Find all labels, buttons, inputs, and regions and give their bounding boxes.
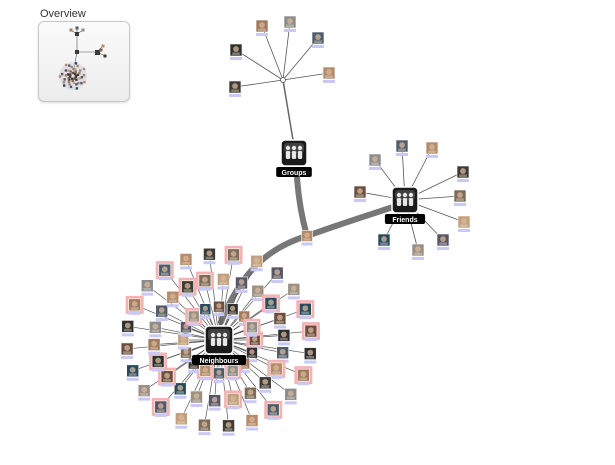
member-thumbnail[interactable] [301,230,313,246]
member-thumbnail[interactable] [353,185,367,202]
member-thumbnail[interactable] [198,418,211,436]
hub-label: Neighbours [200,358,239,365]
member-thumbnail[interactable] [296,300,315,320]
member-thumbnail[interactable] [217,273,230,290]
member-thumbnail[interactable] [178,277,197,297]
member-thumbnail[interactable] [436,233,450,250]
member-thumbnail[interactable] [140,279,154,296]
overview-panel[interactable] [38,21,130,102]
member-thumbnail[interactable] [222,419,235,436]
member-thumbnail[interactable] [147,338,161,355]
member-thumbnail[interactable] [224,390,243,410]
member-thumbnail[interactable] [224,245,243,265]
member-thumbnail[interactable] [303,347,317,364]
member-thumbnail[interactable] [177,334,190,350]
member-thumbnail[interactable] [185,307,203,326]
member-thumbnail[interactable] [126,364,140,381]
member-thumbnail[interactable] [235,276,248,293]
hub-label: Friends [392,217,417,224]
graph-nodes [120,15,471,436]
member-thumbnail[interactable] [121,320,135,337]
member-thumbnail[interactable] [155,304,169,322]
hub-neighbours[interactable]: Neighbours [192,325,246,365]
member-thumbnail[interactable] [395,139,409,156]
member-thumbnail[interactable] [277,329,291,346]
member-thumbnail[interactable] [224,362,242,381]
member-thumbnail[interactable] [411,243,425,260]
member-thumbnail[interactable] [261,294,280,314]
member-thumbnail[interactable] [270,266,284,284]
member-thumbnail[interactable] [149,352,168,372]
member-thumbnail[interactable] [258,376,272,393]
member-thumbnail[interactable] [322,66,336,83]
member-thumbnail[interactable] [190,390,203,408]
member-thumbnail[interactable] [255,19,269,36]
hub-groups[interactable]: Groups [276,139,312,177]
member-thumbnail[interactable] [250,254,263,272]
member-thumbnail[interactable] [180,346,192,363]
member-thumbnail[interactable] [173,382,187,399]
group-icon [210,332,228,346]
member-thumbnail[interactable] [213,367,225,383]
member-thumbnail[interactable] [283,15,297,32]
member-thumbnail[interactable] [453,189,467,206]
member-thumbnail[interactable] [149,321,162,338]
member-thumbnail[interactable] [125,295,144,315]
member-thumbnail[interactable] [175,412,188,429]
group-icon [285,145,303,159]
member-thumbnail[interactable] [273,312,287,329]
link-groups-hub [294,175,310,239]
member-thumbnail[interactable] [457,215,471,232]
member-thumbnail[interactable] [284,388,298,405]
member-thumbnail[interactable] [195,271,214,291]
member-thumbnail[interactable] [166,290,180,308]
member-thumbnail[interactable] [287,283,301,300]
member-thumbnail[interactable] [213,300,225,317]
member-thumbnail[interactable] [301,322,320,342]
member-thumbnail[interactable] [158,367,177,387]
member-thumbnail[interactable] [251,284,265,302]
member-thumbnail[interactable] [226,303,239,319]
overview-minimap[interactable] [39,22,129,101]
member-thumbnail[interactable] [377,233,391,250]
member-thumbnail[interactable] [229,43,243,60]
member-thumbnail[interactable] [243,318,261,337]
member-thumbnail[interactable] [311,31,325,48]
member-thumbnail[interactable] [199,303,212,319]
member-thumbnail[interactable] [425,141,439,158]
member-thumbnail[interactable] [155,261,174,281]
member-thumbnail[interactable] [203,247,216,265]
member-thumbnail[interactable] [368,153,382,170]
member-thumbnail[interactable] [246,346,258,363]
member-thumbnail[interactable] [245,414,259,431]
group-icon [396,192,414,206]
hub-friends[interactable]: Friends [384,186,426,224]
member-thumbnail[interactable] [196,362,214,381]
member-thumbnail[interactable] [179,253,193,270]
member-thumbnail[interactable] [294,366,313,386]
member-thumbnail[interactable] [228,80,242,97]
member-thumbnail[interactable] [120,342,134,359]
overview-title: Overview [40,8,86,20]
hub-label: Groups [282,170,307,177]
member-thumbnail[interactable] [244,386,257,404]
member-thumbnail[interactable] [137,384,151,401]
member-thumbnail[interactable] [151,397,170,417]
member-thumbnail[interactable] [264,400,283,420]
member-thumbnail[interactable] [180,321,192,337]
member-thumbnail[interactable] [208,394,221,411]
link-groups-junction [282,79,294,141]
member-thumbnail[interactable] [456,165,470,182]
member-thumbnail[interactable] [267,359,286,379]
link-friends-hub [304,203,399,239]
